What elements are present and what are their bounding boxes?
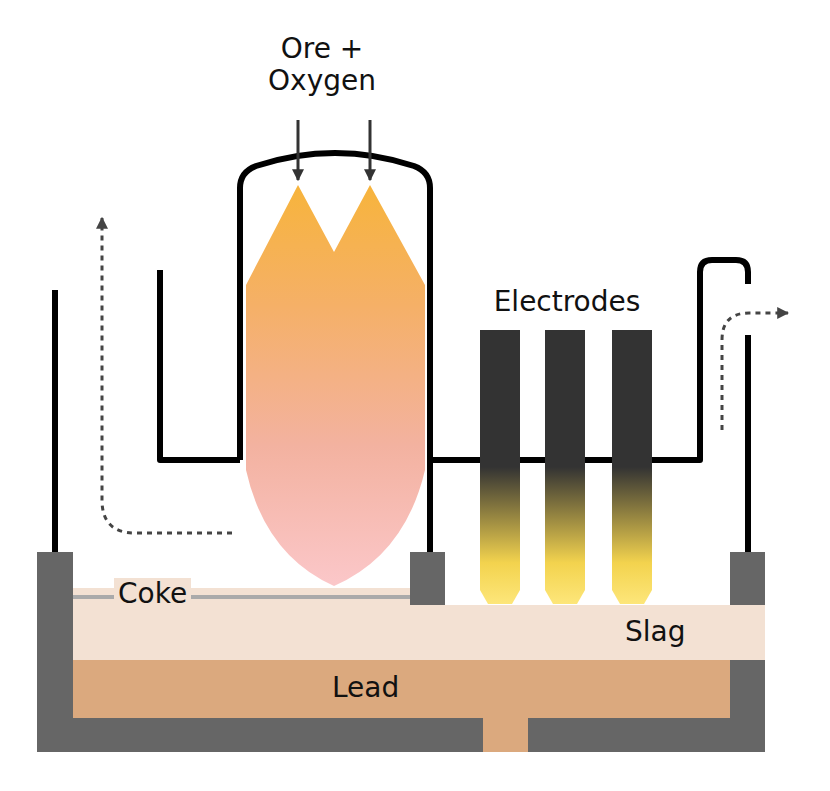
flame xyxy=(246,185,425,586)
electrodes xyxy=(480,330,652,604)
tap-hole xyxy=(483,718,528,752)
lead-band: Lead xyxy=(73,660,730,718)
feed-label: Ore + Oxygen xyxy=(242,33,402,97)
coke-label: Coke xyxy=(114,578,191,610)
slag-band: Slag xyxy=(73,605,765,660)
feed-arrows xyxy=(298,120,370,180)
band-label: Slag xyxy=(625,615,685,649)
gas-flow-arrows xyxy=(102,218,788,533)
band-label: Lead xyxy=(332,671,399,705)
electrode-label: Electrodes xyxy=(462,286,672,318)
hearth-walls xyxy=(37,552,765,752)
